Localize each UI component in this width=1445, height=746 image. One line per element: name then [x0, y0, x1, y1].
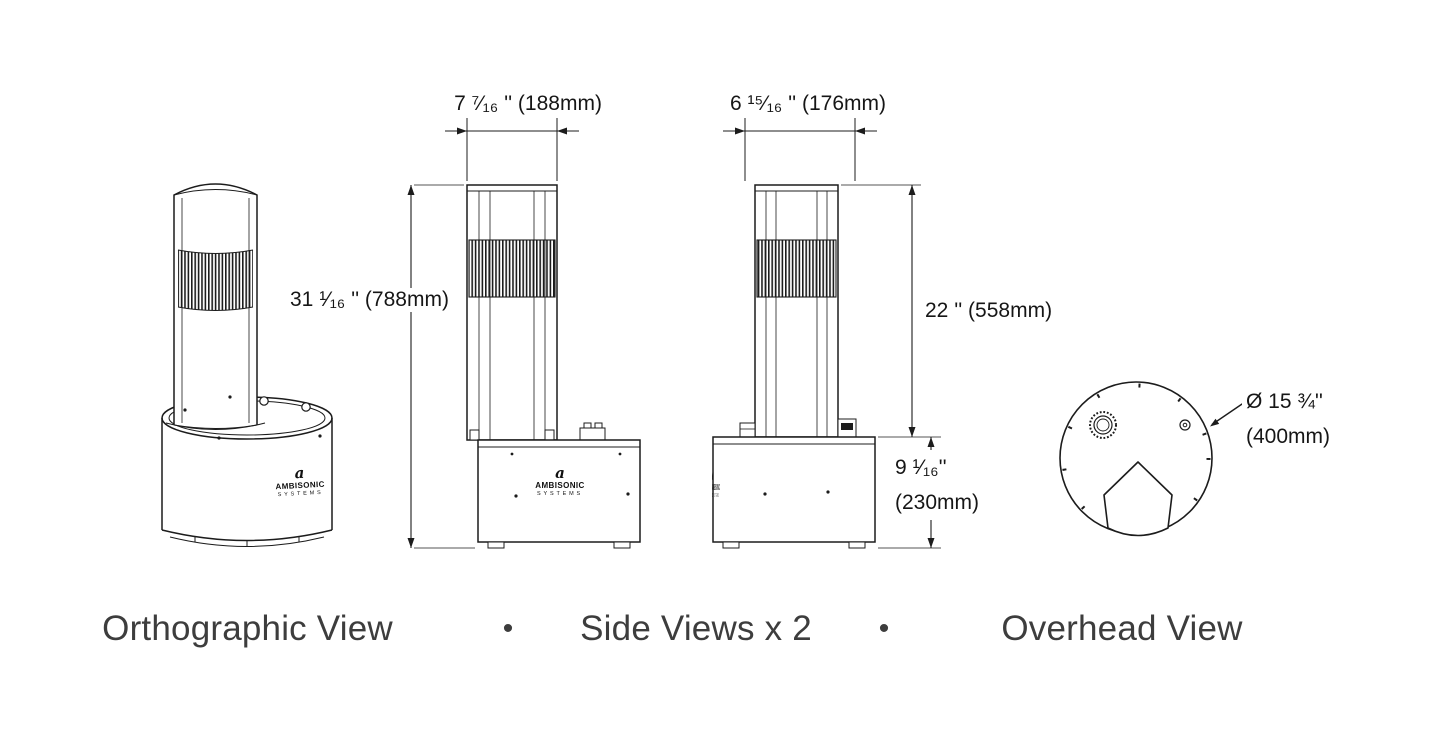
- ortho-grille: [178, 250, 253, 311]
- caption-orthographic-view: Orthographic View: [102, 609, 393, 648]
- brand-mark: a: [555, 464, 565, 482]
- sv1-column: [466, 184, 558, 441]
- pole-mount-ring: [1089, 411, 1117, 439]
- caption-side-views: Side Views x 2: [580, 609, 812, 648]
- dimension-label-base-height: 9 ¹⁄₁₆'' (230mm): [891, 450, 984, 520]
- sv2-column: [739, 184, 857, 438]
- brand-logo-side2-edge: a AMBISONIC SYSTEMS: [712, 468, 782, 500]
- sv2-width-dimension: [723, 118, 877, 181]
- arrowhead-down: [407, 538, 415, 548]
- dimension-label-overall-height: 31 ¹⁄₁₆ '' (788mm): [286, 288, 453, 312]
- arrowhead-left: [557, 127, 567, 135]
- sv1-foot-left: [487, 541, 505, 549]
- caption-bullet-2: •: [878, 612, 890, 645]
- base-knob-2: [301, 402, 311, 412]
- brand-sub: SYSTEMS: [712, 493, 720, 499]
- caption-overhead-view: Overhead View: [1001, 609, 1243, 648]
- brand-name: AMBISONIC: [535, 481, 585, 490]
- diameter-inches: Ø 15 ¾'': [1246, 390, 1323, 413]
- brand-mark: a: [712, 466, 714, 484]
- rim-ticks: [1061, 383, 1211, 533]
- ortho-tower-column: [165, 183, 266, 430]
- ortho-base-details: [183, 395, 322, 440]
- base-height-mm: (230mm): [895, 491, 980, 514]
- side-view-1-drawing: [407, 118, 641, 549]
- sv1-overall-height-dimension: [407, 184, 475, 549]
- sv1-grille: [468, 239, 556, 298]
- handle-cutout: [1103, 461, 1173, 537]
- edge-on-logo: a AMBISONIC SYSTEMS: [712, 468, 723, 500]
- overhead-view-drawing: [1059, 381, 1246, 537]
- sv2-foot-left: [722, 541, 740, 549]
- arrowhead-up: [407, 185, 415, 195]
- brand-logo-side1: a AMBISONIC SYSTEMS: [528, 466, 592, 498]
- brand-name: AMBISONIC: [712, 483, 720, 492]
- sv2-grille: [756, 239, 837, 298]
- base-height-inches: 9 ¹⁄₁₆'': [895, 456, 947, 479]
- diameter-leader-arrow: [1210, 401, 1246, 427]
- sv2-base: [712, 436, 876, 549]
- diameter-mm: (400mm): [1246, 425, 1331, 448]
- side-view-2-drawing: [712, 118, 941, 549]
- orthographic-view-drawing: [161, 183, 333, 547]
- arrowhead-right: [735, 127, 745, 135]
- dimension-label-side2-width: 6 ¹⁵⁄₁₆ '' (176mm): [708, 92, 908, 116]
- pilot-hole: [1179, 419, 1191, 431]
- arrowhead-up: [908, 185, 916, 195]
- base-knob-1: [259, 396, 269, 406]
- sv2-connector-left: [739, 422, 756, 438]
- sv1-foot-right: [613, 541, 631, 549]
- brand-sub: SYSTEMS: [537, 491, 583, 497]
- overhead-group: [1059, 381, 1246, 537]
- arrowhead-down: [908, 427, 916, 437]
- dimension-label-diameter: Ø 15 ¾'' (400mm): [1242, 384, 1335, 454]
- dimension-label-column-height: 22 '' (558mm): [921, 299, 1057, 323]
- arrowhead-left: [855, 127, 865, 135]
- brand-logo-orthographic: a AMBISONIC SYSTEMS: [267, 464, 333, 499]
- arrowhead-down: [927, 538, 935, 548]
- caption-bullet-1: •: [502, 612, 514, 645]
- sv1-width-dimension: [445, 118, 579, 181]
- arrowhead-right: [457, 127, 467, 135]
- dimension-label-side1-width: 7 ⁷⁄₁₆ '' (188mm): [430, 92, 626, 116]
- sv1-base: [477, 422, 641, 549]
- arrowhead-up: [927, 437, 935, 447]
- sv1-connector: [579, 427, 606, 441]
- sv2-foot-right: [848, 541, 866, 549]
